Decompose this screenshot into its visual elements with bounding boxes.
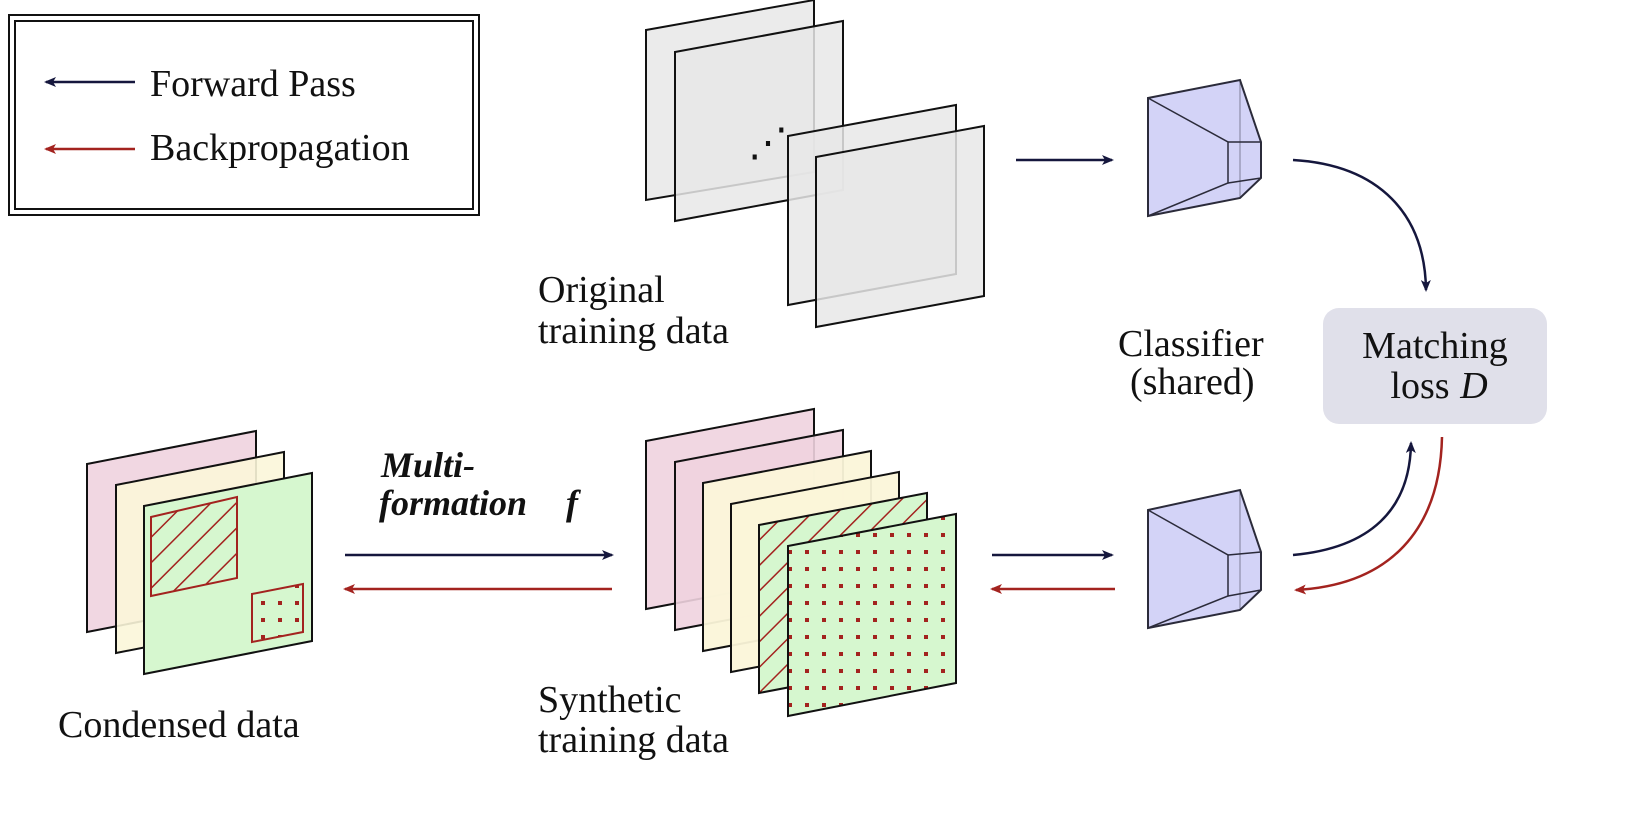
original-data-label: Original [538, 269, 665, 311]
classifier-bottom [1147, 488, 1262, 630]
forward-pass-legend-label: Forward Pass [150, 63, 356, 105]
original-data-stack: ⋰ [645, 0, 985, 329]
synthetic-data-stack [645, 407, 957, 718]
multiformation-label: Multi- [380, 445, 475, 485]
backprop-legend-label: Backpropagation [150, 127, 410, 169]
legend: Forward Pass Backpropagation [8, 14, 480, 216]
matching-loss-label: loss [1390, 365, 1449, 407]
classifier-label: Classifier [1118, 323, 1264, 365]
original-data-label: training data [538, 310, 729, 352]
forward-arrow-bottom-classifier-to-loss [1292, 441, 1416, 557]
hatched-patch [150, 495, 238, 598]
synthetic-data-label: Synthetic [538, 679, 682, 721]
condensed-data-stack [86, 429, 313, 676]
condensed-data-label: Condensed data [58, 704, 300, 746]
matching-loss-box: Matching loss D [1323, 308, 1547, 424]
multiformation-symbol: f [566, 483, 581, 523]
stack-ellipsis: ⋰ [748, 120, 788, 165]
forward-arrow-classifier-to-loss [1292, 158, 1431, 292]
dotted-patch [251, 582, 304, 644]
matching-loss-symbol: D [1459, 365, 1487, 407]
matching-loss-label: Matching [1362, 325, 1508, 367]
backprop-arrow-loss-to-bottom-classifier [1294, 436, 1444, 595]
synthetic-data-label: training data [538, 719, 729, 761]
classifier-label: (shared) [1130, 361, 1254, 403]
multiformation-label: formation [379, 483, 527, 523]
classifier-top [1147, 78, 1262, 218]
